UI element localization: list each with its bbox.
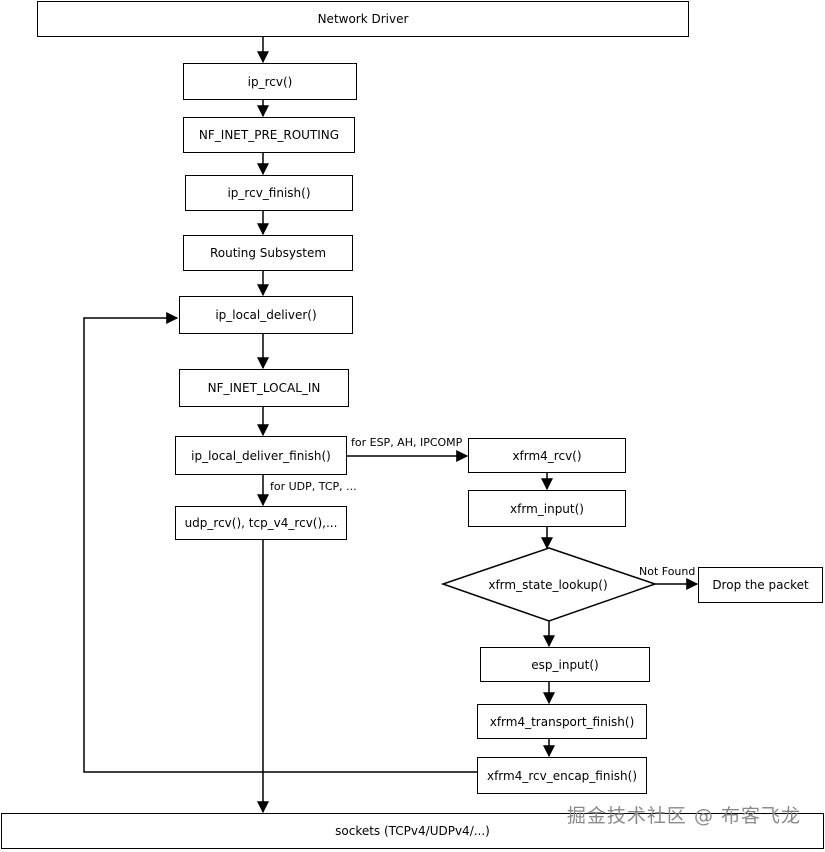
ip-local-deliver-finish-box: ip_local_deliver_finish() xyxy=(175,436,347,475)
ip-rcv-box: ip_rcv() xyxy=(183,63,357,100)
xfrm4-rcv-box: xfrm4_rcv() xyxy=(468,438,626,473)
xfrm4-transport-finish-box: xfrm4_transport_finish() xyxy=(477,704,647,739)
sockets-box: sockets (TCPv4/UDPv4/...) xyxy=(1,813,824,849)
nf-inet-pre-routing-box: NF_INET_PRE_ROUTING xyxy=(183,117,355,153)
xfrm-state-lookup-label: xfrm_state_lookup() xyxy=(488,578,608,592)
xfrm-input-box: xfrm_input() xyxy=(468,490,626,527)
drop-packet-box: Drop the packet xyxy=(698,567,823,603)
edge-label-for-esp: for ESP, AH, IPCOMP xyxy=(351,436,463,449)
ip-rcv-finish-box: ip_rcv_finish() xyxy=(185,175,353,211)
edge-label-for-udp: for UDP, TCP, ... xyxy=(270,480,357,493)
watermark: 掘金技术社区 @ 布客飞龙 xyxy=(566,805,801,827)
nf-inet-local-in-box: NF_INET_LOCAL_IN xyxy=(179,369,349,407)
network-driver-box: Network Driver xyxy=(37,1,689,37)
esp-input-box: esp_input() xyxy=(480,647,650,682)
ip-local-deliver-box: ip_local_deliver() xyxy=(179,296,353,334)
udp-tcp-rcv-box: udp_rcv(), tcp_v4_rcv(),... xyxy=(175,506,347,540)
arrow-encap-finish-loop-to-ip-local-deliver xyxy=(83,312,477,773)
edge-label-not-found: Not Found xyxy=(639,565,696,578)
routing-subsystem-box: Routing Subsystem xyxy=(183,235,353,271)
xfrm-state-lookup-diamond xyxy=(440,547,658,622)
xfrm4-rcv-encap-finish-box: xfrm4_rcv_encap_finish() xyxy=(477,757,647,794)
